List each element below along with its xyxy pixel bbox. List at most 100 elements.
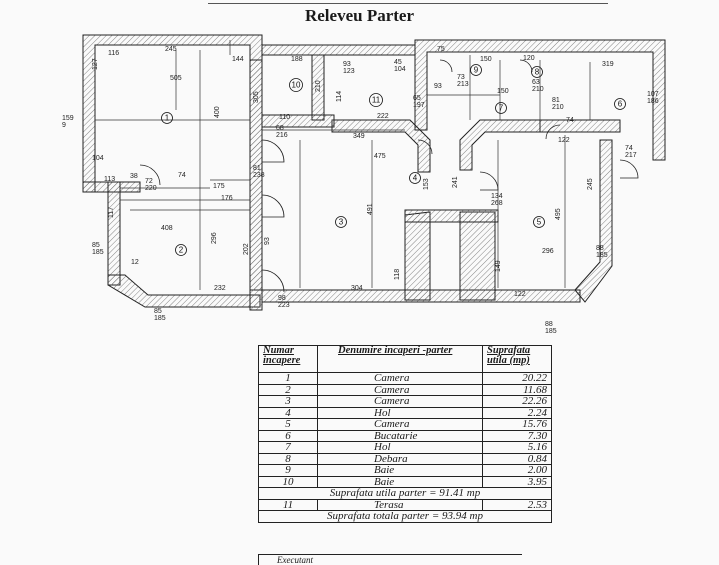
- wall-segment: [249, 59, 263, 311]
- room-area-cell: 2.24: [482, 406, 552, 419]
- door-swing: [139, 164, 161, 186]
- room-number-label: 2: [179, 246, 184, 255]
- room-name-cell: Baie: [317, 464, 483, 477]
- room-number-circle: [531, 66, 543, 78]
- dimension-label: 118: [394, 269, 401, 280]
- dimension-label: 149: [495, 260, 502, 272]
- door-swing: [261, 139, 285, 163]
- room-number-cell: 5: [258, 418, 318, 431]
- dimension-label: 12: [131, 259, 139, 266]
- door-swing: [439, 59, 453, 73]
- subtotal-row: Suprafata utila parter = 91.41 mp: [258, 487, 552, 500]
- room-number-circle: [289, 78, 303, 92]
- wall-segment: [261, 114, 335, 128]
- room-name-cell: Terasa: [317, 498, 483, 511]
- dimension-label: 400: [214, 106, 221, 118]
- dimension-label: 93: [434, 83, 442, 90]
- wall-segment: [574, 139, 613, 303]
- dimension-label: 305: [253, 91, 260, 103]
- room-area-cell: 2.53: [482, 498, 552, 511]
- room-number-circle: [614, 98, 626, 110]
- door-swing: [545, 124, 561, 140]
- room-number-cell: 11: [258, 498, 318, 511]
- header-room-name: Denumire incaperi -parter: [317, 345, 483, 373]
- dimension-label: 408: [161, 225, 173, 232]
- room-number-circle: [369, 93, 383, 107]
- room-number-label: 9: [474, 66, 479, 75]
- dimension-label: 349: [353, 133, 365, 140]
- room-name-cell: Camera: [317, 372, 483, 385]
- room-area-cell: 2.00: [482, 464, 552, 477]
- room-number-label: 11: [372, 96, 381, 105]
- room-name-cell: Camera: [317, 418, 483, 431]
- dimension-label: 122: [558, 137, 570, 144]
- header-room-number: Numar incapere: [258, 345, 318, 373]
- wall-segment: [404, 211, 431, 301]
- room-name-cell: Camera: [317, 395, 483, 408]
- room-number-label: 5: [537, 218, 542, 227]
- dimension-label: 202: [243, 243, 250, 255]
- dimension-label: 120: [523, 55, 535, 62]
- dimension-label: 114: [336, 91, 343, 102]
- room-number-circle: [495, 102, 507, 114]
- room-area-cell: 5.16: [482, 441, 552, 454]
- wall-segment: [107, 181, 121, 286]
- wall-segment: [459, 119, 541, 171]
- dimension-label: 491: [367, 203, 374, 215]
- dimension-label: 188: [291, 56, 303, 63]
- subtotal-row-text: Suprafata utila parter = 91.41 mp: [258, 487, 552, 500]
- room-number-label: 7: [499, 104, 504, 113]
- dimension-label: 176: [221, 195, 233, 202]
- dimension-label: 222: [377, 113, 389, 120]
- room-number-cell: 3: [258, 395, 318, 408]
- door-swing: [417, 139, 433, 155]
- header-room-area: Suprafata utila (mp): [482, 345, 552, 373]
- room-number-cell: 9: [258, 464, 318, 477]
- door-swing: [261, 194, 285, 218]
- dimension-label: 113: [104, 176, 115, 183]
- page-title: Releveu Parter: [304, 6, 415, 25]
- room-number-circle: [533, 216, 545, 228]
- room-area-cell: 22.26: [482, 395, 552, 408]
- footer-executant: Executant: [258, 554, 522, 565]
- dimension-label: 104: [92, 155, 104, 162]
- room-name-cell: Baie: [317, 475, 483, 488]
- wall-segment: [539, 119, 621, 133]
- room-number-circle: [175, 244, 187, 256]
- rooms-table: Numar incapere Denumire incaperi -parter…: [258, 345, 552, 523]
- dimension-label: 505: [170, 75, 182, 82]
- door-swing: [619, 159, 639, 179]
- dimension-label: 153: [423, 178, 430, 190]
- room-number-label: 3: [339, 218, 344, 227]
- room-number-label: 6: [618, 100, 623, 109]
- door-swing: [261, 269, 285, 293]
- room-name-cell: Camera: [317, 383, 483, 396]
- dimension-label: 127: [92, 58, 99, 70]
- top-border-line: [208, 0, 608, 4]
- room-number-circle: [470, 64, 482, 76]
- dimension-label: 319: [602, 61, 614, 68]
- room-number-circle: [409, 172, 421, 184]
- wall-segment: [331, 119, 431, 173]
